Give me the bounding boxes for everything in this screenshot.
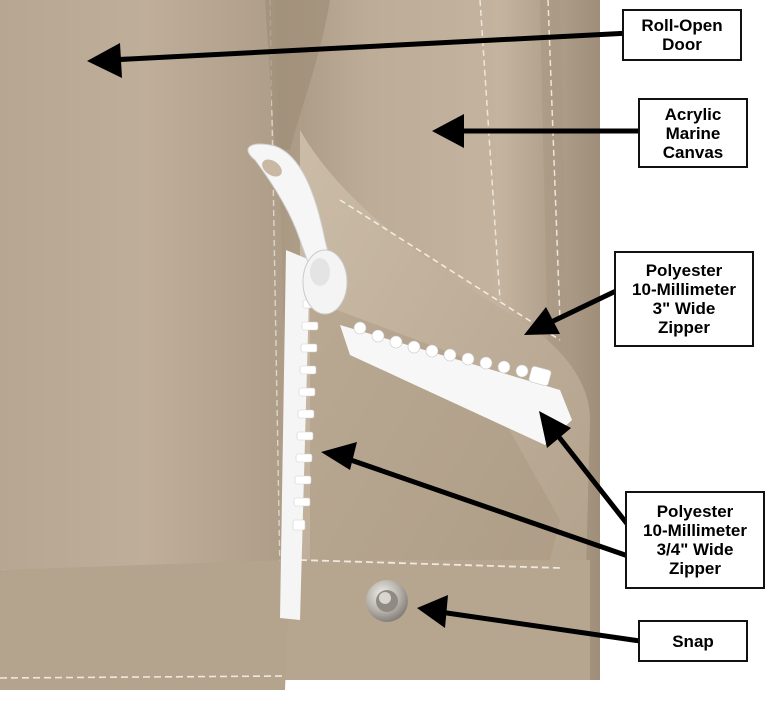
zipper-pull (247, 143, 348, 315)
callout-text: Snap (672, 631, 714, 651)
callout-text: Roll-Open Door (641, 16, 723, 54)
arrowhead-snap (417, 595, 448, 628)
arrow-zipper-3-4-inch-upper (553, 430, 630, 527)
fold-stitch (547, 0, 561, 321)
front-panel (0, 0, 290, 570)
bottom-stitch (0, 675, 286, 679)
callout-text: Acrylic Marine Canvas (662, 104, 724, 162)
snap-button (366, 580, 408, 622)
flap-shadow (310, 300, 560, 600)
callout-snap: Snap (638, 620, 748, 662)
flap-stitch (339, 199, 561, 341)
callout-roll-open-door: Roll-Open Door (622, 9, 742, 61)
callout-zipper-3-inch: Polyester 10-Millimeter 3" Wide Zipper (614, 251, 754, 347)
arrowhead-zipper-3-inch (524, 307, 560, 335)
callout-text: Polyester 10-Millimeter 3/4" Wide Zipper (643, 502, 747, 578)
callout-zipper-3-4-inch: Polyester 10-Millimeter 3/4" Wide Zipper (625, 491, 765, 589)
rolled-door (265, 0, 330, 150)
callout-acrylic-marine-canvas: Acrylic Marine Canvas (638, 98, 748, 168)
zipper-tape-diagonal (340, 325, 572, 445)
arrow-zipper-3-4-inch-lower (344, 455, 629, 559)
arrows (87, 30, 641, 644)
fold-stitch (479, 0, 501, 301)
arrowhead-zipper-3-4-inch-lower (321, 442, 357, 470)
canvas-photo (0, 0, 641, 691)
panel-bottom (0, 560, 290, 690)
callout-text: Polyester 10-Millimeter 3" Wide Zipper (632, 261, 736, 337)
product-photo: Roll-Open Door Acrylic Marine Canvas Pol… (0, 0, 765, 691)
arrowhead-roll-open-door (87, 43, 122, 78)
arrowhead-zipper-3-4-inch-upper (539, 411, 571, 448)
arrow-zipper-3-inch (543, 287, 620, 328)
arrow-roll-open-door (109, 30, 631, 63)
arrow-snap (439, 609, 641, 644)
arrowhead-acrylic-canvas (432, 114, 464, 148)
zipper-teeth-diagonal (353, 321, 552, 386)
